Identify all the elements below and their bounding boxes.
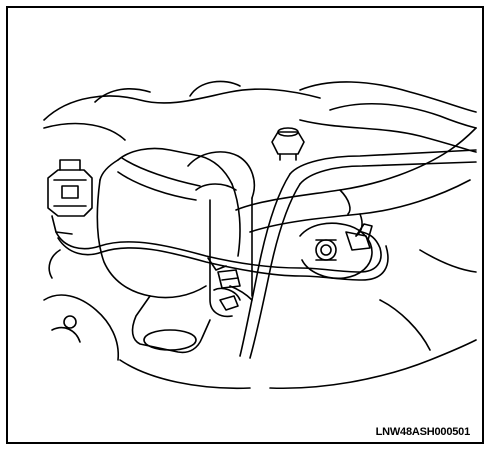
engine-background — [43, 80, 477, 390]
figure-code: LNW48ASH000501 — [375, 426, 471, 438]
wiring-harness — [55, 231, 389, 311]
intake-pipe-right — [235, 127, 477, 237]
bolt-upper — [271, 127, 305, 161]
harness-clip — [217, 269, 241, 289]
stay-rod — [239, 149, 477, 359]
harness-connector-left — [47, 159, 93, 235]
secondary-tube — [187, 151, 256, 318]
intake-hose — [96, 147, 241, 354]
figure-frame — [6, 6, 484, 444]
